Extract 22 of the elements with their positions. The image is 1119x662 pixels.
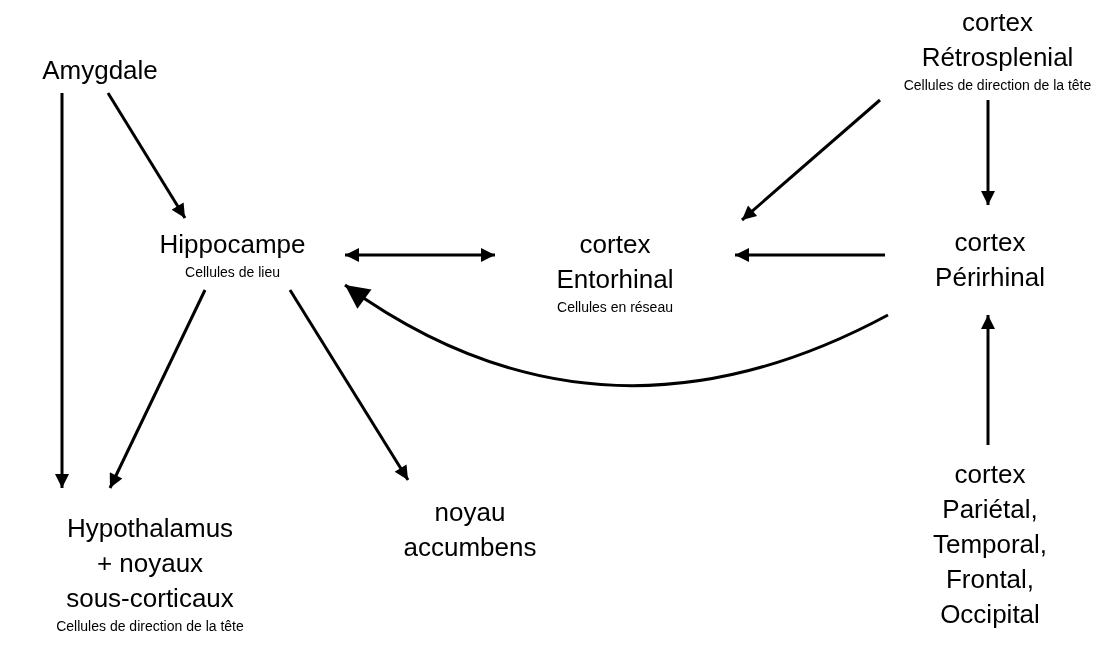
region-label: Hippocampe <box>159 227 306 261</box>
arrow <box>741 98 881 222</box>
arrow <box>345 248 495 262</box>
arrow <box>344 283 889 387</box>
region-label: cortex Périrhinal <box>934 226 1046 294</box>
region-label: cortex Rétrosplenial <box>920 6 1075 74</box>
arrow <box>981 100 995 205</box>
region-label: cortex Entorhinal <box>555 228 675 296</box>
cell-type-label: Cellules de lieu <box>185 262 280 282</box>
arrow <box>106 92 187 219</box>
arrow <box>735 248 885 262</box>
region-label: Amygdale <box>42 54 158 87</box>
cell-type-label: Cellules de direction de la tête <box>903 76 1092 95</box>
region-label: cortex Pariétal, Temporal, Frontal, Occipital <box>931 457 1049 631</box>
arrow <box>55 93 69 488</box>
arrow <box>288 289 410 481</box>
cell-type-label: Cellules de direction de la tête <box>56 616 244 636</box>
cell-type-label: Cellules en réseau <box>557 298 673 317</box>
region-label: Hypothalamus + noyaux sous-corticaux <box>65 511 235 615</box>
arrow <box>108 289 207 489</box>
arrow <box>981 315 995 445</box>
region-label: noyau accumbens <box>402 496 538 564</box>
